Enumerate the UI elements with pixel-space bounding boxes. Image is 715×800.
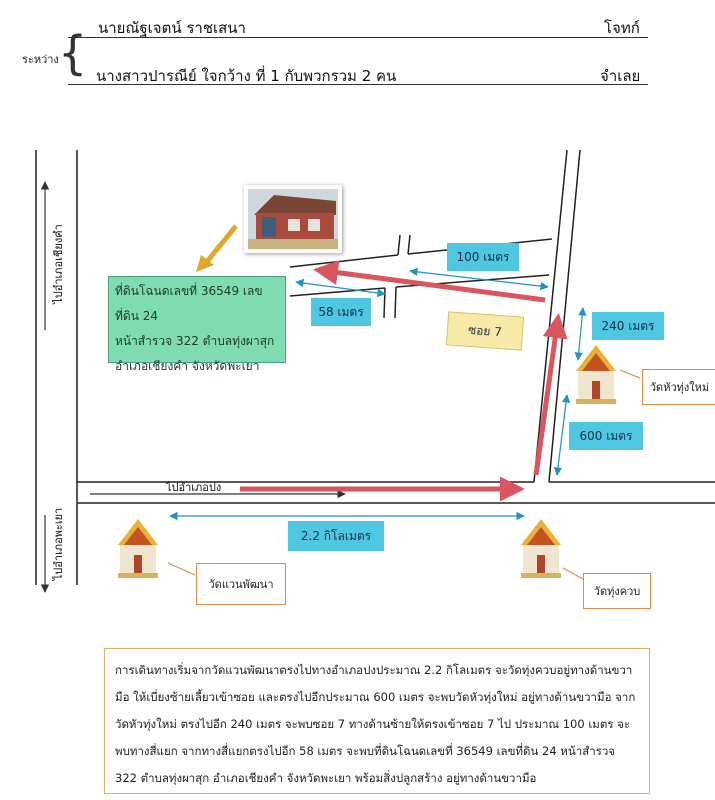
dist-arrow-600: [553, 394, 571, 476]
house-icon: [248, 189, 338, 249]
route-soi-red: [533, 313, 568, 476]
dist-arrow-58: [295, 278, 386, 298]
distance-100m: 100 เมตร: [447, 243, 519, 271]
land-info-box: ที่ดินโฉนดเลขที่ 36549 เลขที่ดิน 24 หน้า…: [108, 276, 286, 373]
plaintiff-name: นายณัฐเจตน์ ราชเสนา: [98, 19, 246, 37]
defendant-role: จำเลย: [600, 67, 641, 85]
temple-icon-hua-thung-mai: [576, 345, 616, 404]
soi-7-label: ซอย 7: [445, 311, 525, 351]
road-label-chiang-kham: ไปอำเภอเชียงคำ: [51, 224, 65, 304]
branch-road-top: [289, 254, 399, 268]
header-bottom-line: [68, 84, 648, 85]
temple-label-hua-thung-mai: วัดหัวทุ่งใหม่: [642, 369, 715, 405]
dist-arrow-240: [574, 307, 587, 361]
temple-icon-waen-phatthana: [118, 519, 158, 578]
pointer-hua-thung-mai: [619, 369, 641, 379]
directions-description: การเดินทางเริ่มจากวัดแวนพัฒนาตรงไปทางอำเ…: [104, 648, 650, 794]
brace: {: [58, 26, 88, 80]
dist-arrow-100: [409, 267, 549, 291]
header-top-line: [68, 37, 648, 38]
pointer-waen: [167, 562, 196, 576]
distance-240m: 240 เมตร: [592, 312, 664, 340]
road-label-phayao: ไปอำเภอพะเยา: [52, 507, 66, 581]
land-info-line-1: ที่ดินโฉนดเลขที่ 36549 เลขที่ดิน 24: [115, 284, 263, 323]
road-label-pong: ไปอำเภอปง: [166, 481, 222, 494]
land-info-line-3: อำเภอเชียงคำ จังหวัดพะเยา: [115, 359, 260, 373]
land-photo: [244, 185, 342, 253]
temple-icon-thung-khuap: [521, 519, 561, 578]
cross-road-2: [407, 234, 411, 255]
distance-58m: 58 เมตร: [311, 298, 371, 326]
photo-pointer-arrowhead: [196, 255, 214, 272]
route-branch-red: [313, 260, 546, 303]
between-label: ระหว่าง: [22, 53, 59, 66]
photo-pointer-arrow: [203, 224, 238, 266]
distance-600m: 600 เมตร: [569, 422, 643, 450]
distance-2-2km: 2.2 กิโลเมตร: [288, 521, 384, 551]
cross-road-1: [397, 234, 401, 256]
land-info-line-2: หน้าสำรวจ 322 ตำบลทุ่งผาสุก: [115, 334, 275, 348]
cross-road-3: [383, 287, 386, 319]
pointer-thung-khuap: [562, 567, 584, 580]
defendant-name: นางสาวปารณีย์ ใจกว้าง ที่ 1 กับพวกรวม 2 …: [96, 67, 397, 85]
cross-road-4: [394, 286, 397, 319]
plaintiff-role: โจทก์: [604, 19, 640, 37]
temple-label-waen-phatthana: วัดแวนพัฒนา: [196, 563, 286, 605]
temple-label-thung-khuap: วัดทุ่งควบ: [583, 573, 651, 609]
